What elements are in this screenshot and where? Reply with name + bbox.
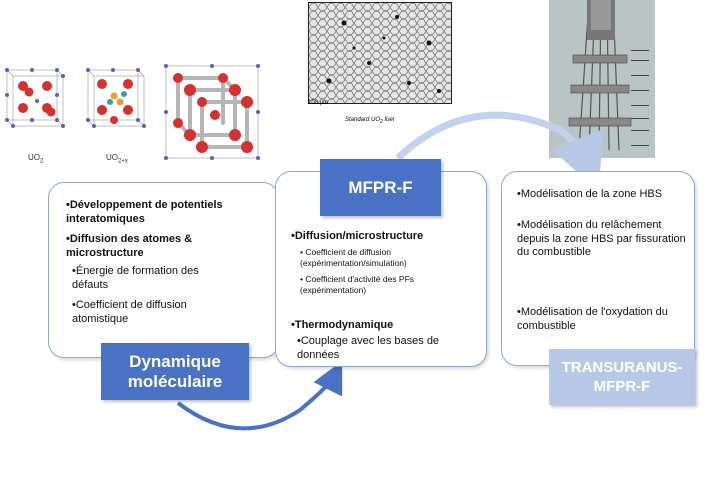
transuranus-label: TRANSURANUS-MFPR-F [549, 349, 695, 405]
uo2-caption: UO2 [28, 153, 44, 165]
tu-item-3: •Modélisation de l'oxydation du combusti… [517, 306, 668, 332]
uo2x-crystal-image [84, 62, 156, 142]
arrow-mfpr-to-tu [395, 111, 604, 191]
molecular-dynamics-box [48, 182, 279, 358]
uo2x-caption: UO2+x [106, 153, 128, 165]
mfpr-f-label: MFPR-F [320, 159, 441, 216]
scale-bar [308, 103, 326, 104]
mfpr-sub-diffusion-coeff: • Coefficient de diffusion (expérimentat… [300, 247, 407, 268]
mfpr-sub-coupling: •Couplage avec les bases de données [297, 335, 440, 361]
uo2-crystal-image [3, 62, 75, 142]
dm-item-1: •Développement de potentiels interatomiq… [66, 199, 223, 225]
cluster-lattice-icon [164, 64, 260, 160]
uo2x-lattice-icon [86, 68, 146, 128]
tu-item-1: •Modélisation de la zone HBS [517, 188, 663, 200]
uo2-fuel-micrograph [308, 2, 452, 104]
mfpr-heading-thermo: •Thermodynamique [291, 319, 394, 331]
grain-structure-icon [309, 3, 451, 103]
cluster-crystal-image [160, 60, 267, 165]
transuranus-box [501, 171, 695, 366]
mfpr-sub-activity-coeff: • Coefficient d'activité des PFs (expéri… [300, 274, 415, 295]
dm-item-4: •Coefficient de diffusion atomistique [72, 299, 187, 325]
micrograph-caption: Standard UO2 fuel [345, 117, 395, 126]
arrow-dm-to-mfpr [176, 360, 343, 431]
uo2-lattice-icon [5, 68, 65, 128]
molecular-dynamics-label: Dynamique moléculaire [101, 343, 249, 400]
dm-item-3: •Énergie de formation des défauts [72, 265, 199, 291]
tu-item-2: •Modélisation du relâchement depuis la z… [517, 219, 686, 258]
mfpr-f-box [275, 171, 487, 367]
dm-item-2: •Diffusion des atomes & microstructure [66, 233, 193, 259]
mfpr-heading-diffusion: •Diffusion/microstructure [291, 230, 424, 242]
